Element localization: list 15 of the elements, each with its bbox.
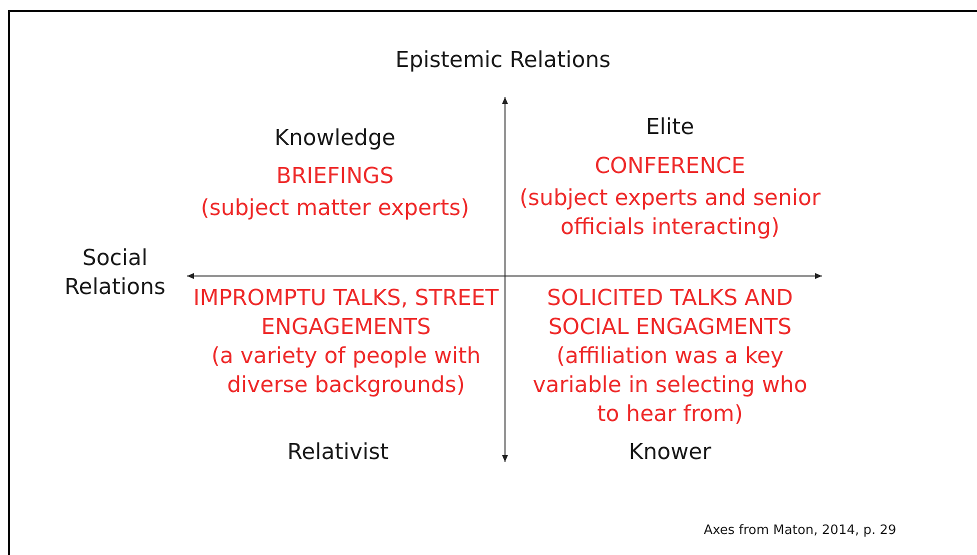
quadrant-heading: IMPROMPTU TALKS, STREET ENGAGEMENTS	[192, 285, 500, 342]
quadrant-label: Elite	[644, 114, 696, 142]
quadrant-label: Knower	[628, 439, 712, 467]
quadrant-description: (subject matter experts)	[200, 195, 470, 223]
quadrant-label: Knowledge	[274, 125, 396, 153]
axis-label: Social Relations	[63, 245, 167, 302]
quadrant-label: Relativist	[286, 439, 390, 467]
axis-label: Epistemic Relations	[394, 47, 612, 75]
quadrant-description: (a variety of people with diverse backgrounds)	[210, 343, 482, 400]
quadrant-heading: SOLICITED TALKS AND SOCIAL ENGAGMENTS	[546, 285, 794, 342]
source-note: Axes from Maton, 2014, p. 29	[702, 522, 898, 540]
quadrant-description: (subject experts and senior officials interacting)	[518, 185, 822, 242]
quadrant-description: (affiliation was a key variable in selecting who to hear from)	[532, 343, 808, 429]
quadrant-heading: BRIEFINGS	[275, 163, 395, 191]
quadrant-heading: CONFERENCE	[594, 153, 746, 181]
